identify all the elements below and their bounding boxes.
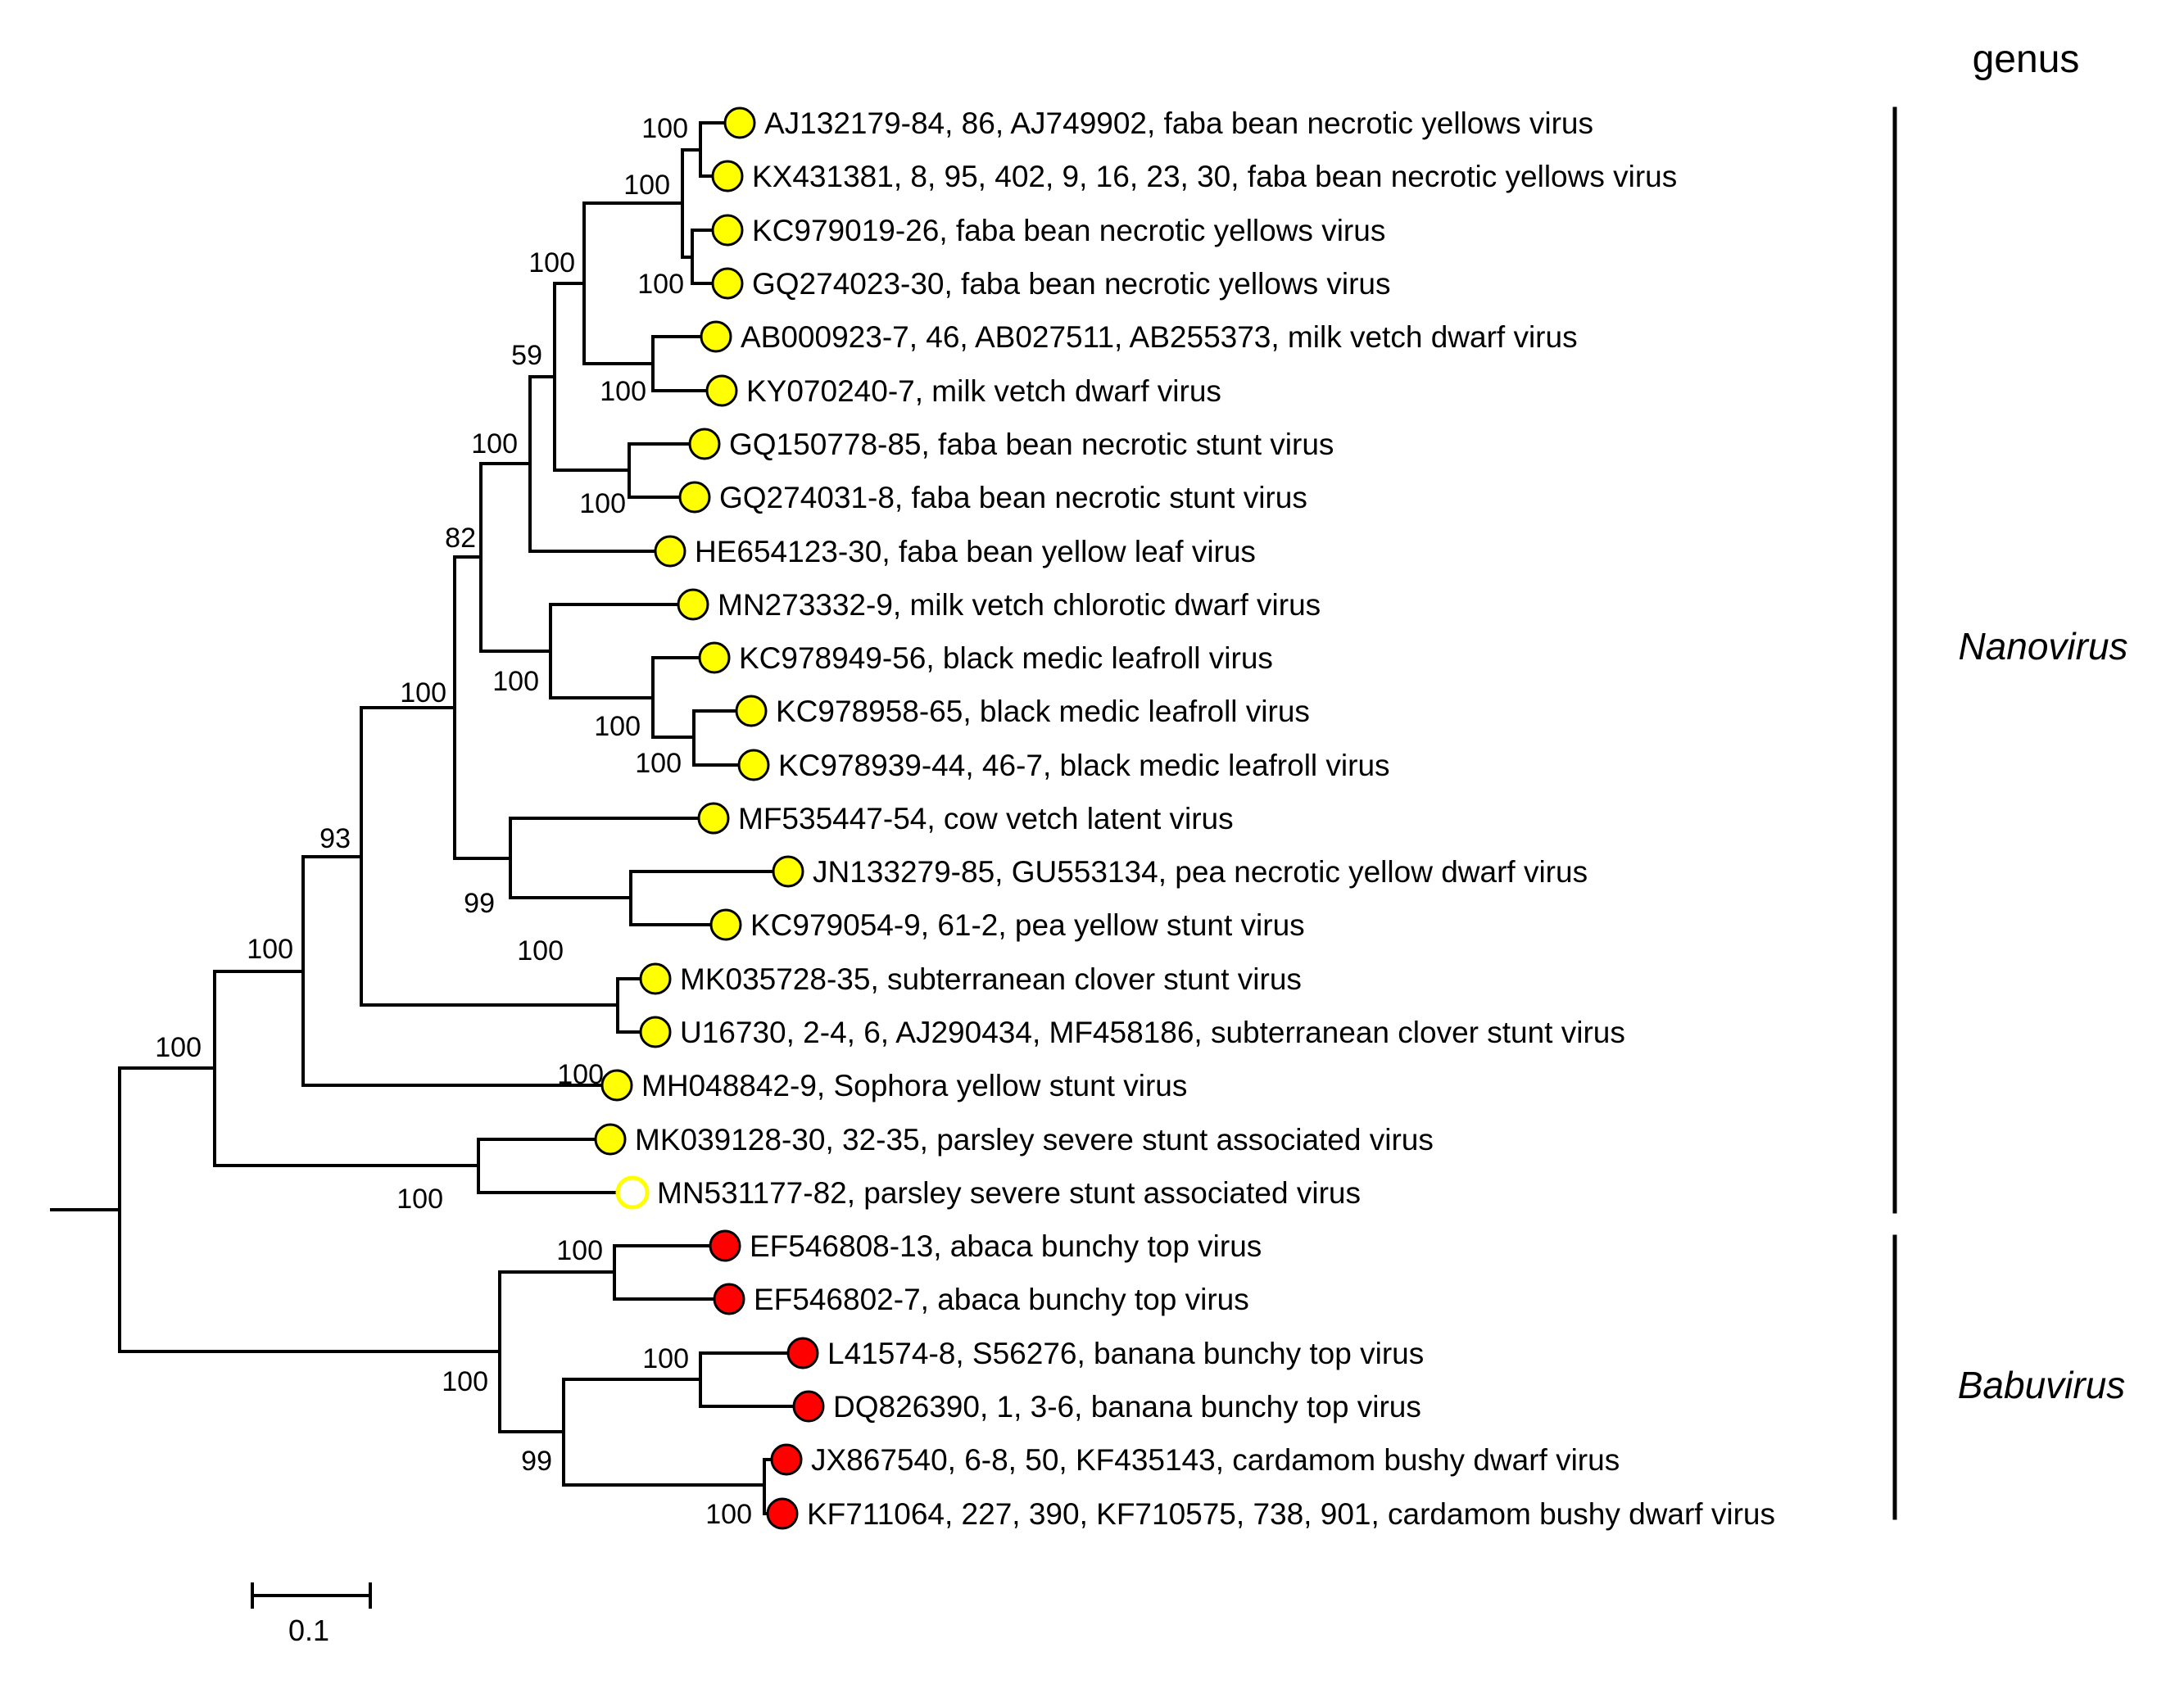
- taxon-marker-icon: [709, 908, 742, 941]
- taxon-label: KC978949-56, black medic leafroll virus: [739, 641, 1273, 675]
- taxon-label: GQ274023-30, faba bean necrotic yellows …: [752, 267, 1391, 301]
- taxon-label: MK035728-35, subterranean clover stunt v…: [680, 962, 1302, 996]
- genus-label-nanovirus: Nanovirus: [1958, 625, 2127, 668]
- taxon-label: L41574-8, S56276, banana bunchy top viru…: [827, 1337, 1424, 1370]
- annotation-layer: 100 100 100 100 100 100 59 100 82 100 100 100 99 100 1…: [155, 38, 2127, 1647]
- taxon-marker-icon: [639, 1016, 672, 1048]
- taxon-marker-icon: [678, 481, 711, 514]
- taxon-label: MF535447-54, cow vetch latent virus: [738, 802, 1234, 835]
- taxon-marker-icon: [615, 1175, 650, 1210]
- bootstrap-label-L: 100: [492, 666, 539, 697]
- bootstrap-label-J: 100: [635, 748, 682, 779]
- taxon-marker-icon: [698, 641, 731, 674]
- tree-layer: [50, 106, 825, 1530]
- taxon-marker-icon: [737, 749, 770, 781]
- taxon-label: JN133279-85, GU553134, pea necrotic yell…: [813, 855, 1588, 889]
- bootstrap-label-A: 100: [641, 113, 688, 144]
- taxon-label: AJ132179-84, 86, AJ749902, faba bean nec…: [764, 106, 1593, 140]
- taxon-label: MK039128-30, 32-35, parsley severe stunt…: [635, 1123, 1434, 1157]
- bootstrap-label-P: 99: [464, 888, 495, 919]
- taxon-marker-icon: [786, 1337, 819, 1369]
- taxon-marker-icon: [688, 428, 721, 460]
- taxon-marker-icon: [594, 1123, 627, 1156]
- bootstrap-label-O: 100: [517, 935, 564, 966]
- taxon-label: EF546808-13, abaca bunchy top virus: [750, 1229, 1262, 1263]
- bootstrap-label-W: 100: [442, 1366, 488, 1397]
- taxon-marker-icon: [772, 855, 804, 888]
- taxon-label: KC979054-9, 61-2, pea yellow stunt virus: [750, 908, 1305, 942]
- bootstrap-label-C: 100: [623, 170, 670, 201]
- taxon-marker-icon: [705, 374, 738, 407]
- taxon-label: HE654123-30, faba bean yellow leaf virus: [695, 535, 1256, 568]
- bootstrap-label-Q: 100: [400, 677, 446, 708]
- taxon-label: KC978939-44, 46-7, black medic leafroll …: [778, 749, 1390, 782]
- bootstrap-label-F: 100: [579, 488, 626, 519]
- taxon-label: DQ826390, 1, 3-6, banana bunchy top viru…: [833, 1390, 1421, 1424]
- bootstrap-label-T: 100: [247, 934, 293, 965]
- taxon-label: MH048842-9, Sophora yellow stunt virus: [641, 1069, 1187, 1102]
- taxon-label: JX867540, 6-8, 50, KF435143, cardamom bu…: [811, 1443, 1620, 1477]
- bootstrap-label-H: 100: [471, 428, 518, 459]
- taxon-marker-icon: [711, 214, 744, 247]
- scale-bar-label: 0.1: [288, 1614, 329, 1647]
- bootstrap-label-M: 82: [445, 523, 476, 554]
- taxon-marker-icon: [639, 962, 672, 995]
- bootstrap-label-B: 100: [637, 269, 684, 300]
- taxon-label: GQ274031-8, faba bean necrotic stunt vir…: [719, 481, 1307, 514]
- bootstrap-label-S: 93: [319, 823, 351, 854]
- taxon-marker-icon: [600, 1069, 633, 1102]
- bootstrap-label-G: 59: [511, 340, 542, 371]
- bootstrap-label-ZZ: 100: [705, 1499, 752, 1530]
- taxon-label: KF711064, 227, 390, KF710575, 738, 901, …: [807, 1497, 1775, 1531]
- bootstrap-label-E: 100: [528, 247, 575, 278]
- taxon-marker-icon: [711, 160, 744, 192]
- bootstrap-label-Y: 99: [521, 1446, 552, 1477]
- taxon-marker-icon: [766, 1497, 799, 1530]
- bootstrap-label-V: 100: [155, 1032, 202, 1063]
- taxon-label: MN531177-82, parsley severe stunt associ…: [657, 1176, 1361, 1210]
- bootstrap-label-U: 100: [396, 1184, 443, 1215]
- bootstrap-label-K: 100: [594, 711, 641, 742]
- taxon-label: KC979019-26, faba bean necrotic yellows …: [752, 214, 1385, 247]
- taxon-label: KC978958-65, black medic leafroll virus: [776, 695, 1310, 728]
- taxon-label: EF546802-7, abaca bunchy top virus: [754, 1283, 1249, 1316]
- bootstrap-label-R: 100: [557, 1059, 604, 1090]
- taxon-label: KY070240-7, milk vetch dwarf virus: [746, 374, 1221, 408]
- genus-label-babuvirus: Babuvirus: [1958, 1364, 2126, 1406]
- taxon-marker-icon: [770, 1443, 803, 1476]
- taxon-marker-icon: [697, 802, 730, 835]
- taxon-label: KX431381, 8, 95, 402, 9, 16, 23, 30, fab…: [752, 160, 1677, 193]
- taxon-marker-icon: [723, 106, 756, 139]
- taxon-marker-icon: [713, 1283, 745, 1315]
- taxon-marker-icon: [677, 588, 709, 621]
- taxon-label: MN273332-9, milk vetch chlorotic dwarf v…: [718, 588, 1321, 622]
- bootstrap-label-Z: 100: [642, 1343, 689, 1374]
- bootstrap-label-D: 100: [600, 376, 646, 407]
- taxon-marker-icon: [654, 535, 686, 568]
- taxon-marker-icon: [711, 267, 744, 300]
- genus-column-title: genus: [1973, 38, 2080, 81]
- taxon-marker-icon: [792, 1390, 825, 1423]
- bootstrap-label-X: 100: [556, 1235, 603, 1266]
- taxon-marker-icon: [735, 695, 768, 727]
- taxon-marker-icon: [709, 1229, 741, 1262]
- taxon-label: U16730, 2-4, 6, AJ290434, MF458186, subt…: [680, 1016, 1625, 1049]
- taxon-marker-icon: [700, 320, 732, 353]
- taxon-label: GQ150778-85, faba bean necrotic stunt vi…: [729, 428, 1334, 461]
- taxon-label: AB000923-7, 46, AB027511, AB255373, milk…: [741, 320, 1578, 354]
